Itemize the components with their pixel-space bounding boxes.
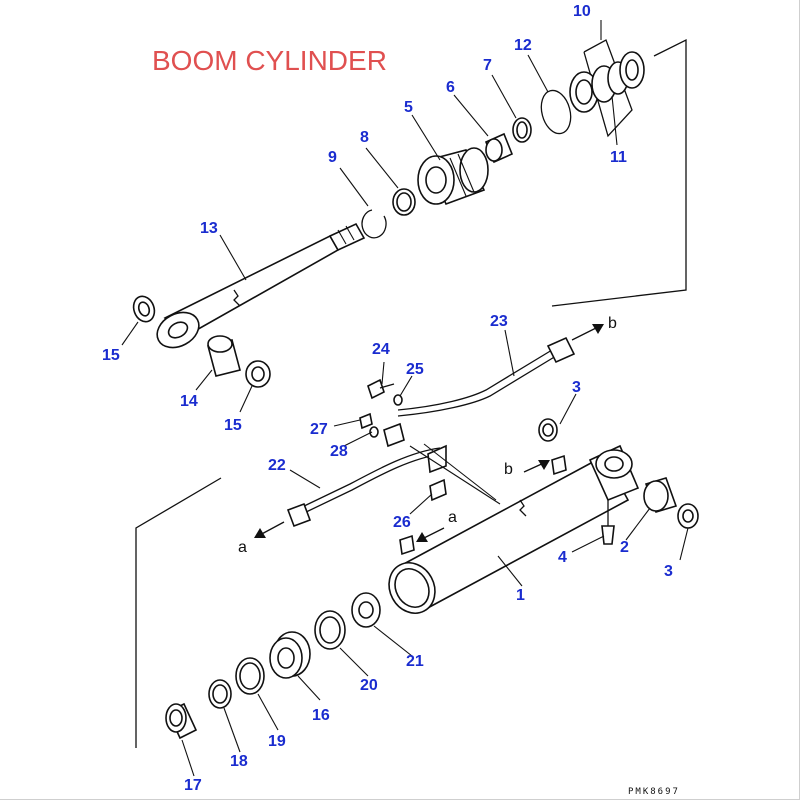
part-24-bolt: [367, 378, 395, 400]
part-number-labels: 10 11 12 7 6 5 8 9 13 15 14 15 23 24 25 …: [102, 3, 673, 794]
label-part-3-lower: 3: [664, 563, 673, 580]
part-21-nut: [351, 592, 381, 628]
arrow-label-b-right: b: [504, 461, 513, 478]
arrow-b-top: b: [571, 315, 617, 341]
label-part-13: 13: [200, 220, 218, 237]
part-15-seal-upper: [132, 295, 156, 323]
arrow-a-top: a: [416, 509, 457, 542]
label-part-8: 8: [360, 129, 369, 146]
label-part-6: 6: [446, 79, 455, 96]
label-part-18: 18: [230, 753, 248, 770]
part-16-piston: [269, 631, 311, 679]
part-22-pipe: [286, 447, 443, 528]
label-part-24: 24: [372, 341, 390, 358]
label-part-20: 20: [360, 677, 378, 694]
label-part-22: 22: [268, 457, 286, 474]
label-part-14: 14: [180, 393, 198, 410]
label-part-12: 12: [514, 37, 532, 54]
part-6-bushing: [484, 132, 514, 164]
label-part-26: 26: [393, 514, 411, 531]
part-14-bushing: [207, 335, 241, 377]
part-18-ring: [208, 679, 232, 709]
part-1-cylinder-tube: [388, 444, 640, 614]
part-17-collar: [165, 702, 198, 740]
label-part-15-upper: 15: [102, 347, 120, 364]
arrow-b-right: b: [504, 460, 550, 478]
label-part-16: 16: [312, 707, 330, 724]
label-part-5: 5: [404, 99, 413, 116]
part-5-cylinder-head: [417, 147, 489, 206]
part-26-clamp: [427, 444, 447, 502]
part-3-seal-lower: [677, 503, 699, 529]
arrow-label-a-top: a: [448, 509, 457, 526]
label-part-11: 11: [610, 149, 627, 166]
part-11-piston-rings: [569, 51, 645, 113]
part-10-bracket: [583, 39, 633, 138]
label-part-4: 4: [558, 549, 567, 566]
part-28-washer: [369, 426, 379, 438]
leader-lines: [121, 20, 689, 777]
label-part-28: 28: [330, 443, 348, 460]
label-part-27: 27: [310, 421, 328, 438]
part-20-ring: [314, 610, 346, 650]
part-3-seal-upper: [538, 418, 558, 442]
label-part-23: 23: [490, 313, 508, 330]
arrow-label-a-left: a: [238, 539, 247, 556]
assembly-frame-lines: [135, 38, 687, 748]
part-13-piston-rod: [156, 222, 366, 349]
part-9-snap-ring: [361, 209, 387, 239]
drawing-code: PMK8697: [628, 787, 680, 797]
pipe-bracket: [383, 422, 405, 448]
part-2-bushing: [643, 477, 678, 513]
label-part-25: 25: [406, 361, 424, 378]
part-19-ring: [235, 657, 265, 695]
label-part-21: 21: [406, 653, 424, 670]
diagram-title: BOOM CYLINDER: [152, 45, 387, 76]
label-part-1: 1: [516, 587, 525, 604]
part-4-grease-fitting: [601, 500, 615, 545]
part-8-ring: [392, 188, 416, 216]
part-15-seal-lower: [245, 360, 271, 388]
part-23-pipe: [397, 336, 576, 417]
arrow-a-left: a: [238, 521, 285, 556]
part-25-washer: [393, 394, 403, 406]
label-part-7: 7: [483, 57, 492, 74]
label-part-19: 19: [268, 733, 286, 750]
part-27-nut: [359, 412, 373, 430]
label-part-15-lower: 15: [224, 417, 242, 434]
part-7-ring: [512, 117, 532, 143]
label-part-17: 17: [184, 777, 202, 794]
part-12-o-ring: [540, 89, 572, 135]
label-part-3-upper: 3: [572, 379, 581, 396]
label-part-9: 9: [328, 149, 337, 166]
label-part-2: 2: [620, 539, 629, 556]
arrow-label-b-top: b: [608, 315, 617, 332]
label-part-10: 10: [573, 3, 591, 20]
